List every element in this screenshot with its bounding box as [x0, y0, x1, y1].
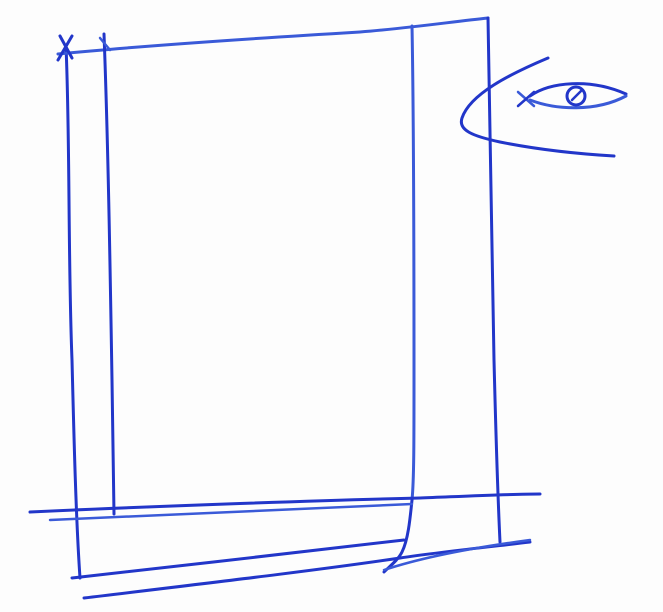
outer-frame-left-line — [66, 46, 80, 578]
bottom-base-lines — [30, 494, 540, 598]
inner-right-vertical — [412, 26, 414, 500]
eye-symbol — [461, 58, 626, 156]
outer-frame-right-line — [488, 18, 500, 542]
base-line-2 — [50, 504, 412, 520]
inner-left-vertical — [104, 34, 114, 514]
base-line-3 — [72, 540, 404, 578]
outer-frame — [58, 18, 500, 578]
inner-strip-left — [104, 34, 114, 514]
eye-pupil-stroke — [572, 90, 582, 100]
inner-strip-right — [384, 26, 414, 572]
outer-frame-top-line — [58, 18, 488, 54]
